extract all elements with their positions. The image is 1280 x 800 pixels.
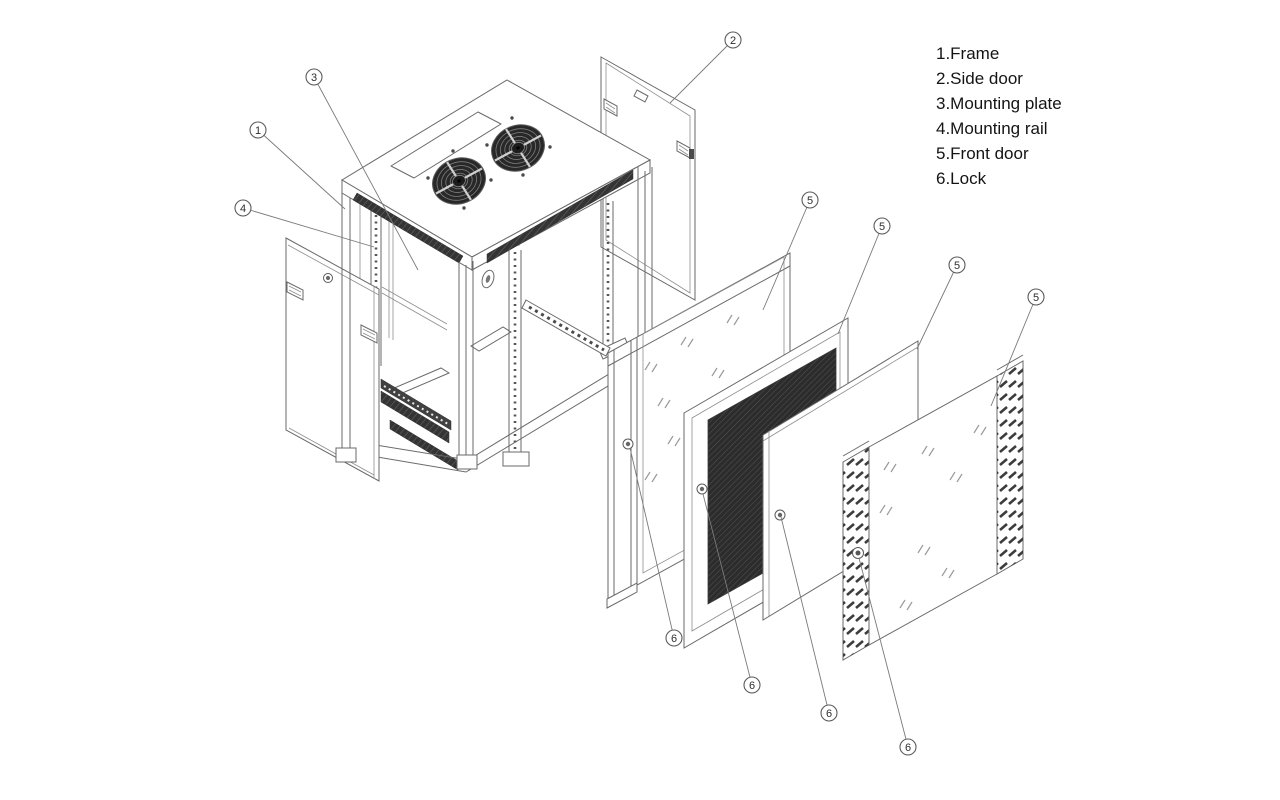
bottom-vent-grating	[389, 419, 459, 471]
fan-grille-rear	[483, 115, 553, 181]
panel-clip	[286, 281, 304, 301]
bottom-vent-grating	[380, 390, 450, 444]
legend-item-side-door: 2.Side door	[936, 69, 1023, 88]
legend-item-mounting-plate: 3.Mounting plate	[936, 94, 1062, 113]
door-lock	[852, 547, 864, 559]
callout-3: 3	[305, 68, 419, 271]
floor-cable-slot	[470, 326, 512, 352]
cam-lock-hole	[481, 269, 495, 289]
roof-vent-strip-right	[486, 169, 634, 264]
svg-text:5: 5	[1033, 292, 1039, 304]
svg-text:5: 5	[807, 195, 813, 207]
side-panel-left	[285, 237, 380, 482]
side-door-tab	[633, 89, 649, 103]
callout-5c: 5	[916, 256, 966, 350]
panel-lock	[323, 273, 333, 283]
cabinet-roof	[341, 79, 652, 271]
svg-text:6: 6	[826, 708, 832, 720]
legend: 1.Frame 2.Side door 3.Mounting plate 4.M…	[936, 41, 1062, 191]
svg-text:6: 6	[671, 633, 677, 645]
cabinet-frame	[341, 79, 653, 473]
svg-text:3: 3	[311, 72, 317, 84]
door-lock	[622, 438, 634, 450]
callout-4: 4	[234, 199, 375, 248]
svg-text:5: 5	[954, 260, 960, 272]
callout-6a: 6	[629, 447, 683, 647]
callouts: 1 3 4 2 5 5 5	[234, 31, 1045, 756]
svg-text:6: 6	[905, 742, 911, 754]
fan-grille-front	[424, 148, 494, 214]
mounting-rail-front	[502, 244, 530, 467]
legend-item-lock: 6.Lock	[936, 169, 987, 188]
side-door-hinge-clip	[603, 98, 618, 117]
door-lock	[696, 483, 708, 495]
depth-rail-left	[381, 286, 448, 331]
svg-text:5: 5	[879, 221, 885, 233]
side-door-latch-slot	[689, 149, 694, 159]
cabinet-base	[341, 348, 652, 473]
bottom-perforated-rail	[380, 378, 452, 431]
floor-cable-slot	[390, 367, 451, 395]
legend-item-frame: 1.Frame	[936, 44, 1000, 63]
front-door-vented	[842, 354, 1024, 661]
callout-5b: 5	[837, 217, 891, 335]
door-lock	[774, 509, 786, 521]
callout-6b: 6	[702, 493, 761, 694]
vented-rail-right	[996, 354, 1024, 575]
left-corner-post	[335, 193, 357, 463]
svg-text:2: 2	[730, 35, 736, 47]
cabinet-interior	[341, 93, 652, 473]
callout-6c: 6	[780, 516, 838, 722]
callout-6d: 6	[858, 557, 917, 756]
top-vent-slot	[390, 111, 502, 179]
callout-5a: 5	[762, 191, 819, 311]
svg-text:1: 1	[255, 125, 261, 137]
callout-2: 2	[669, 31, 742, 104]
svg-text:4: 4	[240, 203, 246, 215]
floor-rail-right	[521, 299, 611, 357]
right-corner-post	[637, 167, 653, 355]
callout-5d: 5	[990, 288, 1045, 407]
callout-1: 1	[249, 121, 346, 210]
legend-item-mounting-rail: 4.Mounting rail	[936, 119, 1048, 138]
svg-text:6: 6	[749, 680, 755, 692]
front-corner-post	[456, 261, 495, 470]
panel-clip	[360, 324, 378, 344]
side-door-panel	[600, 56, 696, 301]
legend-item-front-door: 5.Front door	[936, 144, 1029, 163]
